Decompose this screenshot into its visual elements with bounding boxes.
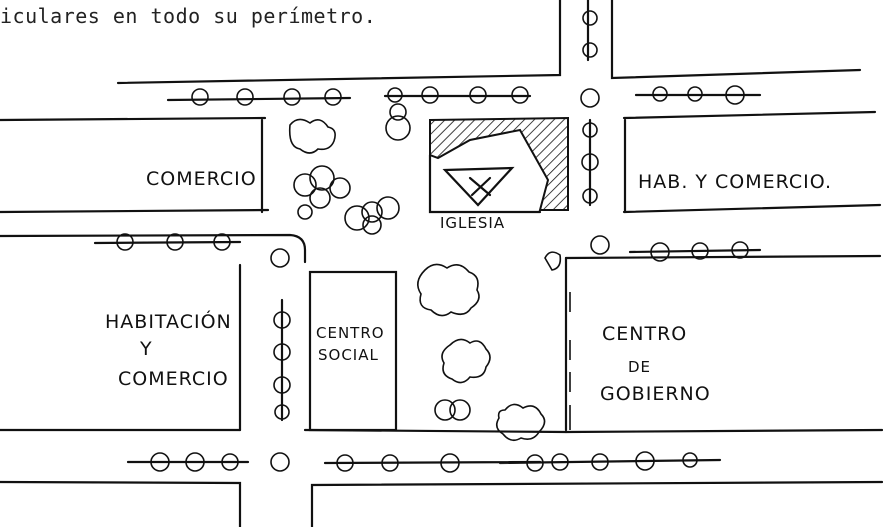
label-centro-social-1: CENTRO	[316, 324, 385, 342]
label-centro-gobierno-3: GOBIERNO	[600, 383, 711, 405]
church-block	[428, 116, 569, 214]
centro-social-block	[308, 270, 398, 432]
label-centro-gobierno-1: CENTRO	[602, 323, 687, 345]
caption-text: iculares en todo su perímetro.	[0, 4, 377, 28]
node-circles	[270, 88, 610, 472]
label-hab-comercio: HAB. Y COMERCIO.	[638, 171, 832, 193]
label-iglesia: IGLESIA	[440, 214, 505, 232]
label-centro-social-2: SOCIAL	[318, 346, 379, 364]
label-habitacion-1: HABITACIÓN	[105, 309, 232, 333]
label-centro-gobierno-2: DE	[628, 358, 651, 376]
tree-clusters	[288, 103, 546, 442]
tree-rows	[93, 0, 762, 473]
label-habitacion-3: COMERCIO	[118, 368, 229, 390]
label-comercio: COMERCIO	[146, 168, 257, 190]
label-habitacion-2: Y	[139, 338, 153, 360]
